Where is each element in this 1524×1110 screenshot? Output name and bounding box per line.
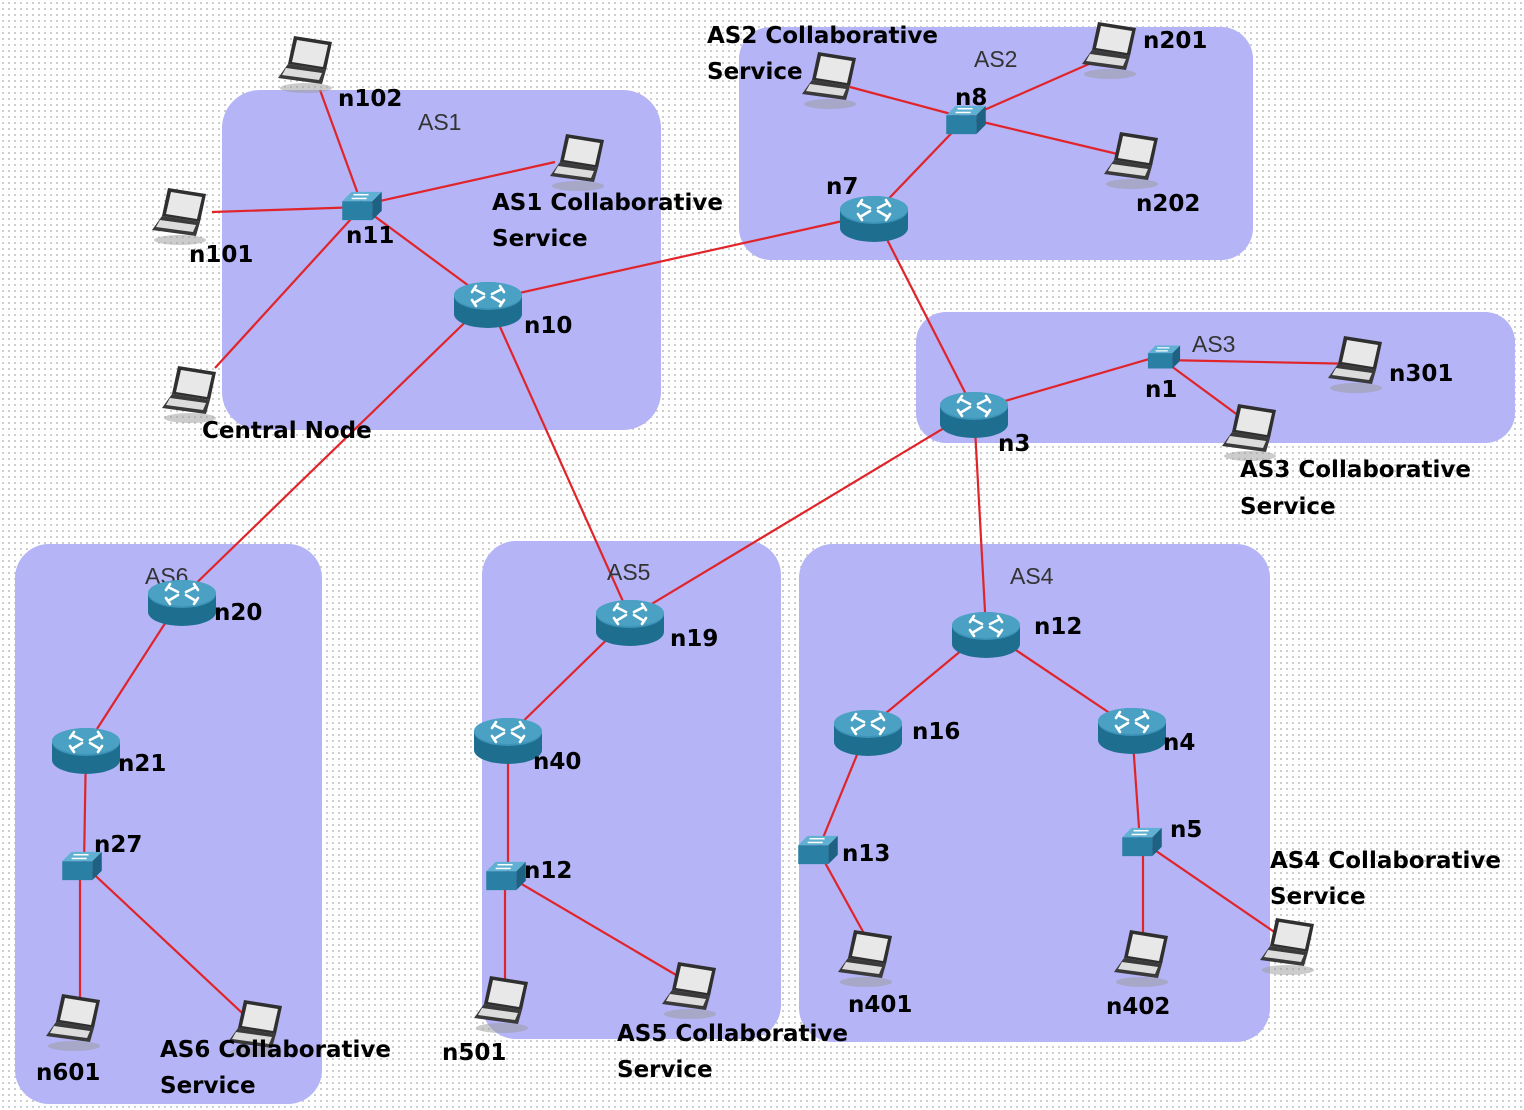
- link-n11-n10: [361, 206, 489, 301]
- as4-label: AS4: [1010, 563, 1054, 589]
- label-n201: n201: [1143, 28, 1207, 54]
- label-as5-collab-line1: AS5 Collaborative: [617, 1021, 848, 1047]
- as1-label: AS1: [418, 109, 461, 135]
- laptop-n101-icon[interactable]: [152, 188, 206, 245]
- label-n8: n8: [955, 85, 987, 111]
- router-n40-icon[interactable]: [472, 716, 544, 766]
- link-n5-collab4: [1142, 841, 1287, 941]
- label-n7: n7: [826, 174, 858, 200]
- label-n1: n1: [1145, 377, 1177, 403]
- switch-n12-as5-icon[interactable]: [485, 861, 527, 891]
- as2-label: AS2: [974, 46, 1017, 72]
- label-n27: n27: [94, 832, 142, 858]
- router-n20-icon[interactable]: [146, 578, 218, 628]
- label-as5-collab-line2: Service: [617, 1057, 713, 1083]
- router-n21-icon[interactable]: [50, 726, 122, 776]
- as6-region: [15, 544, 322, 1104]
- link-n102-n11: [318, 89, 364, 206]
- link-collab2-n8: [849, 85, 967, 120]
- as4-region: [799, 544, 1270, 1042]
- label-n13: n13: [842, 841, 890, 867]
- laptop-central-node-icon[interactable]: [162, 366, 216, 423]
- link-n3-n19: [629, 409, 975, 618]
- label-n601: n601: [36, 1060, 100, 1086]
- switch-n13-icon[interactable]: [797, 835, 839, 865]
- label-as1-collab-line2: Service: [492, 226, 588, 252]
- link-n10-n20: [181, 299, 489, 598]
- label-n4: n4: [1163, 730, 1195, 756]
- label-as2-collab-line2: Service: [707, 59, 803, 85]
- label-n101: n101: [189, 242, 253, 268]
- label-n40: n40: [533, 749, 581, 775]
- label-n402: n402: [1106, 994, 1170, 1020]
- label-as3-collab-line1: AS3 Collaborative: [1240, 457, 1471, 483]
- links: [78, 58, 1361, 1026]
- label-n12-as5: n12: [524, 858, 572, 884]
- label-central-node: Central Node: [202, 418, 372, 444]
- label-n301: n301: [1389, 361, 1453, 387]
- link-n10-n7: [487, 212, 875, 302]
- link-central-n11: [214, 206, 363, 369]
- label-n11: n11: [346, 223, 394, 249]
- label-n401: n401: [848, 992, 912, 1018]
- link-n12-collab5: [507, 875, 689, 983]
- label-n501: n501: [442, 1040, 506, 1066]
- router-n4-icon[interactable]: [1096, 706, 1168, 756]
- as3-label: AS3: [1192, 331, 1235, 357]
- link-n8-n202: [965, 116, 1131, 159]
- as5-label: AS5: [607, 559, 650, 585]
- label-n20: n20: [214, 600, 262, 626]
- link-n7-n3: [873, 213, 975, 411]
- label-n21: n21: [118, 751, 166, 777]
- router-n19-icon[interactable]: [594, 598, 666, 648]
- laptop-n102-icon[interactable]: [278, 36, 332, 93]
- switch-n1-icon[interactable]: [1147, 344, 1181, 370]
- label-as6-collab-line2: Service: [160, 1073, 256, 1099]
- label-n3: n3: [998, 431, 1030, 457]
- router-n7-icon[interactable]: [838, 194, 910, 244]
- label-as2-collab-line1: AS2 Collaborative: [707, 23, 938, 49]
- router-n12-as4-icon[interactable]: [950, 610, 1022, 660]
- label-n5: n5: [1170, 817, 1202, 843]
- link-n3-n12: [972, 409, 988, 631]
- link-n8-n201: [965, 58, 1099, 120]
- label-n19: n19: [670, 626, 718, 652]
- link-n10-n19: [486, 299, 632, 618]
- link-collab1-n11: [361, 160, 556, 207]
- as5-region: [482, 541, 781, 1039]
- label-n16: n16: [912, 719, 960, 745]
- label-n102: n102: [338, 86, 402, 112]
- label-n202: n202: [1136, 191, 1200, 217]
- label-as4-collab-line2: Service: [1270, 884, 1366, 910]
- label-n10: n10: [524, 313, 572, 339]
- link-n101-n11: [211, 205, 363, 214]
- label-as4-collab-line1: AS4 Collaborative: [1270, 848, 1501, 874]
- label-as3-collab-line2: Service: [1240, 494, 1336, 520]
- label-as1-collab-line1: AS1 Collaborative: [492, 190, 723, 216]
- switch-n11-icon[interactable]: [341, 191, 383, 221]
- label-n12-as4: n12: [1034, 614, 1082, 640]
- router-n10-icon[interactable]: [452, 280, 524, 330]
- link-n27-collab6: [83, 864, 256, 1026]
- label-as6-collab-line1: AS6 Collaborative: [160, 1037, 391, 1063]
- switch-n5-icon[interactable]: [1121, 827, 1163, 857]
- router-n16-icon[interactable]: [832, 708, 904, 758]
- link-n1-n301: [1162, 358, 1361, 366]
